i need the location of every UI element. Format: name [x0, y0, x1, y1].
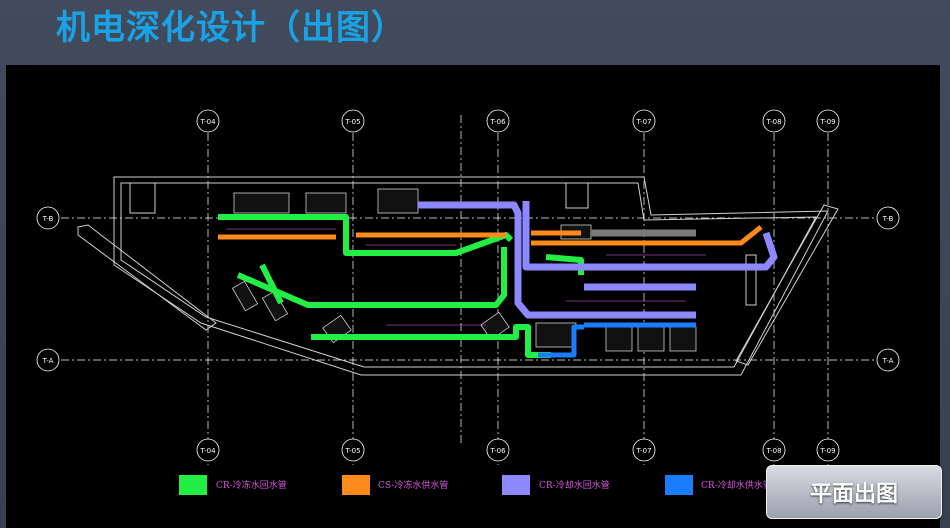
pipe-cr-cooling-return — [418, 201, 778, 319]
pipe-annotations — [226, 228, 706, 326]
legend-swatch — [342, 475, 370, 495]
legend-swatch — [179, 475, 207, 495]
legend-label: CR-冷却水供水管 — [701, 479, 772, 491]
legend-label: CS-冷冻水供水管 — [378, 479, 448, 491]
axis-bubble-t09-top: T-09 — [816, 109, 840, 133]
axis-label: T-04 — [199, 118, 216, 126]
cad-drawing-panel: T-04 T-05 T-06 T-07 T-08 T-09 T-04 T-05 … — [6, 65, 940, 528]
axis-label: T-04 — [199, 447, 216, 455]
legend-swatch — [502, 475, 530, 495]
axis-label: T-09 — [819, 447, 835, 455]
axis-bubble-t06-top: T-06 — [486, 109, 510, 133]
axis-bubbles-bottom: T-04 T-05 T-06 T-07 T-08 T-09 — [196, 438, 840, 462]
axis-bubble-t08-top: T-08 — [762, 109, 786, 133]
axis-bubble-t05-top: T-05 — [341, 109, 365, 133]
axis-bubble-t07-bottom: T-07 — [632, 438, 656, 462]
axis-bubble-tb-right: T-B — [876, 206, 900, 230]
plan-output-button[interactable]: 平面出图 — [766, 465, 942, 519]
axis-bubble-t07-top: T-07 — [632, 109, 656, 133]
axis-bubble-t04-bottom: T-04 — [196, 438, 220, 462]
legend-item-cr-cooling-supply: CR-冷却水供水管 — [665, 475, 772, 495]
legend-label: CR-冷却水回水管 — [539, 479, 610, 491]
axis-label: T-A — [882, 357, 894, 365]
axis-label: T-09 — [819, 118, 835, 126]
axis-label: T-07 — [635, 118, 651, 126]
axis-label: T-B — [882, 215, 894, 223]
axis-label: T-05 — [344, 447, 360, 455]
axis-bubble-ta-right: T-A — [876, 348, 900, 372]
axis-label: T-06 — [489, 447, 506, 455]
legend-item-cr-cooling-return: CR-冷却水回水管 — [502, 475, 610, 495]
axis-label: T-B — [42, 215, 54, 223]
axis-bubbles-rows: T-B T-B T-A T-A — [36, 206, 900, 372]
axis-bubbles-top: T-04 T-05 T-06 T-07 T-08 T-09 — [196, 109, 840, 133]
axis-label: T-07 — [635, 447, 651, 455]
axis-bubble-t05-bottom: T-05 — [341, 438, 365, 462]
pipe-cr-chilled-return — [218, 214, 584, 358]
axis-bubble-tb-left: T-B — [36, 206, 60, 230]
pipe-legend: CR-冷冻水回水管 CS-冷冻水供水管 CR-冷却水回水管 CR-冷却水供水管 — [179, 475, 772, 495]
axis-bubble-ta-left: T-A — [36, 348, 60, 372]
grid-lines — [61, 115, 876, 465]
axis-bubble-t08-bottom: T-08 — [762, 438, 786, 462]
cad-plan-svg: T-04 T-05 T-06 T-07 T-08 T-09 T-04 T-05 … — [36, 109, 900, 495]
pipe-cs-chilled-supply — [218, 225, 763, 246]
legend-item-cs-chilled-supply: CS-冷冻水供水管 — [342, 475, 448, 495]
axis-label: T-08 — [765, 447, 781, 455]
axis-label: T-06 — [489, 118, 506, 126]
pipe-cr-cooling-supply — [538, 322, 696, 358]
axis-label: T-05 — [344, 118, 360, 126]
equipment-blocks — [231, 188, 697, 352]
axis-bubble-t09-bottom: T-09 — [816, 438, 840, 462]
axis-bubble-t04-top: T-04 — [196, 109, 220, 133]
legend-item-cr-chilled-return: CR-冷冻水回水管 — [179, 475, 287, 495]
axis-label: T-08 — [765, 118, 781, 126]
slide-title: 机电深化设计（出图） — [56, 8, 406, 48]
axis-label: T-A — [42, 357, 54, 365]
legend-swatch — [665, 475, 693, 495]
legend-label: CR-冷冻水回水管 — [216, 479, 287, 491]
building-outline — [77, 176, 839, 376]
axis-bubble-t06-bottom: T-06 — [486, 438, 510, 462]
